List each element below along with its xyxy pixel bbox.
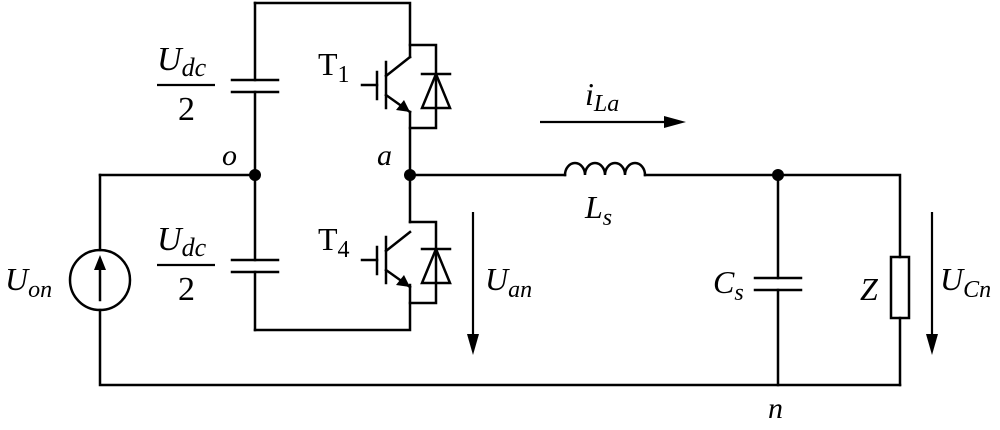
emitter-arrow-icon [396,100,410,112]
node-cs-dot [772,169,784,181]
wire-inductor-to-load [643,173,902,259]
ucn-label: UCn [940,261,991,303]
arrow-down-icon [467,334,479,355]
wires [98,1,902,387]
node-a-label: a [377,139,392,172]
z-label: Z [860,271,879,307]
uan-label: Uan [485,261,532,303]
dc-capacitor-top [230,78,280,94]
udc-top-denominator: 2 [178,91,195,128]
node-o-dot [249,169,261,181]
udc-bottom-denominator: 2 [178,271,195,308]
emitter-arrow-icon [396,275,410,287]
freewheel-diode-t4 [408,220,452,305]
freewheel-diode-t1 [408,43,452,130]
t4-label: T4 [318,221,350,263]
current-arrow [540,116,686,128]
node-a-dot [404,169,416,181]
node-o-label: o [222,139,237,172]
inductor-ls [563,161,647,177]
uan-arrow [467,212,479,355]
load-impedance [889,255,911,320]
ucn-arrow [926,212,938,355]
uon-label: Uon [5,261,52,303]
udc-top-label: Udc [157,41,207,82]
wire-bottom-rail [253,283,412,332]
igbt-t4 [360,230,412,289]
cs-label: Cs [713,264,744,306]
udc-bottom-label: Udc [157,221,207,262]
wire-top-rail [253,1,412,59]
t1-label: T1 [318,46,350,88]
source-arrow-icon [94,255,106,270]
ls-label: Ls [584,189,612,231]
wire-bottom-return [98,308,902,387]
arrow-down-icon [926,334,938,355]
ila-label: iLa [585,76,619,117]
dc-capacitor-bottom [230,258,280,274]
node-n-label: n [768,392,783,425]
filter-capacitor-cs [753,276,803,292]
arrow-right-icon [664,116,686,128]
igbt-t1 [360,55,412,114]
voltage-source [68,248,132,312]
